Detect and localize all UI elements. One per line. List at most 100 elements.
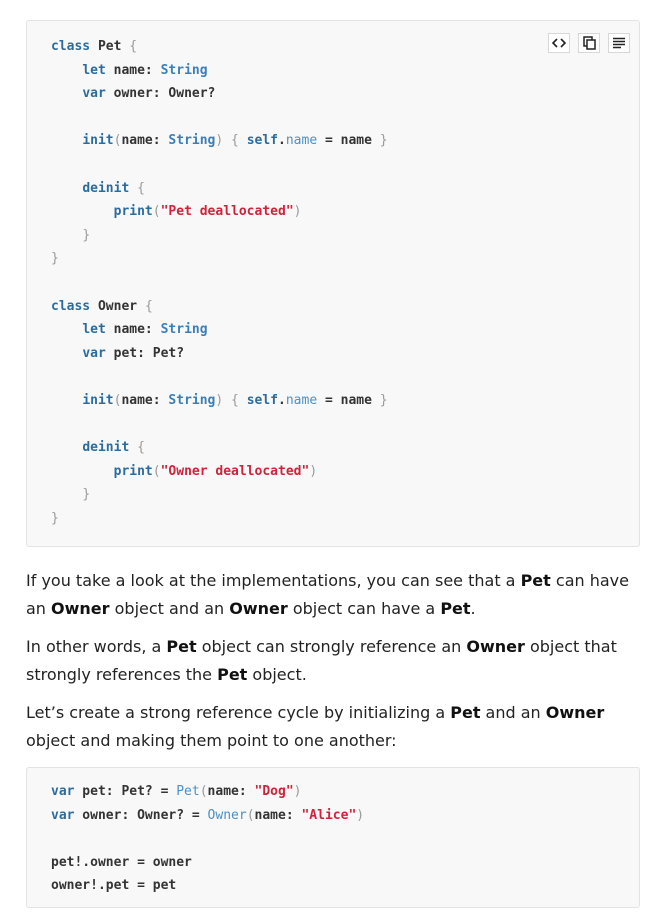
code-token (239, 393, 247, 408)
code-token: class (51, 39, 91, 54)
paragraph: In other words, a Pet object can strongl… (26, 633, 636, 689)
code-token: } (82, 227, 91, 243)
code-token: } (51, 251, 59, 267)
code-token: name (285, 133, 318, 149)
code-token (51, 487, 82, 502)
code-line: var owner: Owner? = Owner(name: "Alice") (51, 804, 364, 828)
code-token: "Alice" (301, 807, 357, 823)
code-token: name: (121, 392, 169, 408)
code-line: } (51, 483, 388, 507)
bold-term: Owner (545, 703, 605, 722)
text-run: and an (480, 703, 546, 722)
code-token: String (160, 322, 208, 338)
code-token (239, 133, 247, 148)
code-line (51, 413, 388, 437)
code-token: init (82, 392, 114, 408)
bold-term: Pet (166, 637, 197, 656)
code-token: ) (309, 463, 318, 479)
code-token: pet!.owner = owner (51, 854, 192, 870)
code-token: = name (317, 133, 380, 149)
code-token (129, 181, 137, 196)
code-line: deinit { (51, 177, 388, 201)
copy-icon (582, 36, 596, 50)
code-line: print("Owner deallocated") (51, 460, 388, 484)
paragraph: If you take a look at the implementation… (26, 567, 636, 623)
code-token: { (144, 298, 153, 314)
code-token: var (82, 345, 106, 361)
code-line: } (51, 247, 388, 271)
code-token (51, 228, 82, 243)
code-line (51, 271, 388, 295)
code-token: { (129, 39, 138, 54)
bold-term: Pet (440, 599, 471, 618)
code-lines: var pet: Pet? = Pet(name: "Dog")var owne… (51, 780, 364, 898)
code-token: name (285, 392, 318, 408)
code-token: owner!.pet = pet (51, 878, 177, 894)
code-token (51, 464, 114, 479)
code-token: "Dog" (254, 784, 294, 799)
code-token (51, 181, 82, 196)
text-run: object can strongly reference an (196, 637, 467, 656)
code-token: name: (207, 784, 255, 799)
code-token: Owner (207, 807, 247, 823)
bold-term: Pet (450, 703, 481, 722)
code-line: var pet: Pet? = Pet(name: "Dog") (51, 780, 364, 804)
code-token: } (51, 510, 59, 526)
code-lines: class Pet { let name: String var owner: … (51, 35, 388, 530)
code-token: owner: Owner? (105, 86, 216, 102)
code-line (51, 365, 388, 389)
code-token: { (137, 440, 145, 456)
code-token: } (82, 487, 91, 503)
copy-button[interactable] (578, 33, 600, 53)
code-token: ) (215, 392, 224, 408)
text-run: If you take a look at the implementation… (26, 571, 521, 590)
text-run: object. (247, 665, 307, 684)
code-token (51, 322, 82, 337)
code-token: } (379, 133, 388, 149)
code-line: print("Pet deallocated") (51, 200, 388, 224)
code-token: Owner (90, 298, 145, 314)
code-line (51, 153, 388, 177)
code-token: String (168, 133, 216, 149)
code-token: init (82, 133, 114, 149)
code-token: { (137, 180, 145, 196)
code-token (51, 204, 114, 219)
code-token (51, 440, 82, 455)
code-token: ( (152, 463, 161, 479)
code-token: "Pet deallocated" (160, 204, 294, 220)
code-token: ( (199, 784, 208, 799)
code-token: = name (317, 392, 380, 408)
code-line: class Owner { (51, 295, 388, 319)
code-token: "Owner deallocated" (160, 463, 310, 479)
code-token (51, 86, 82, 101)
code-token: } (379, 392, 388, 408)
code-token: ) (215, 133, 224, 149)
view-source-button[interactable] (548, 33, 570, 53)
code-token: var (51, 807, 75, 823)
code-token: ( (113, 392, 122, 408)
code-line: class Pet { (51, 35, 388, 59)
text-run: can have an (26, 571, 629, 618)
code-token: . (278, 133, 286, 149)
text-run: In other words, a (26, 637, 167, 656)
code-line: pet!.owner = owner (51, 851, 364, 875)
code-token: Pet (176, 784, 200, 799)
code-token: ( (246, 807, 255, 823)
code-token: { (231, 133, 239, 149)
view-source-icon (552, 38, 566, 48)
print-button[interactable] (608, 33, 630, 53)
code-token: name: (121, 133, 169, 149)
code-line: let name: String (51, 318, 388, 342)
code-token (51, 133, 82, 148)
code-token: let (82, 62, 106, 78)
code-line: owner!.pet = pet (51, 874, 364, 898)
code-token: class (51, 298, 91, 314)
text-run: object and an (109, 599, 230, 618)
code-line (51, 827, 364, 851)
text-run: . (470, 599, 476, 618)
code-token (51, 346, 82, 361)
code-line: deinit { (51, 436, 388, 460)
bold-term: Owner (466, 637, 525, 656)
code-token (223, 393, 231, 408)
code-line: } (51, 224, 388, 248)
